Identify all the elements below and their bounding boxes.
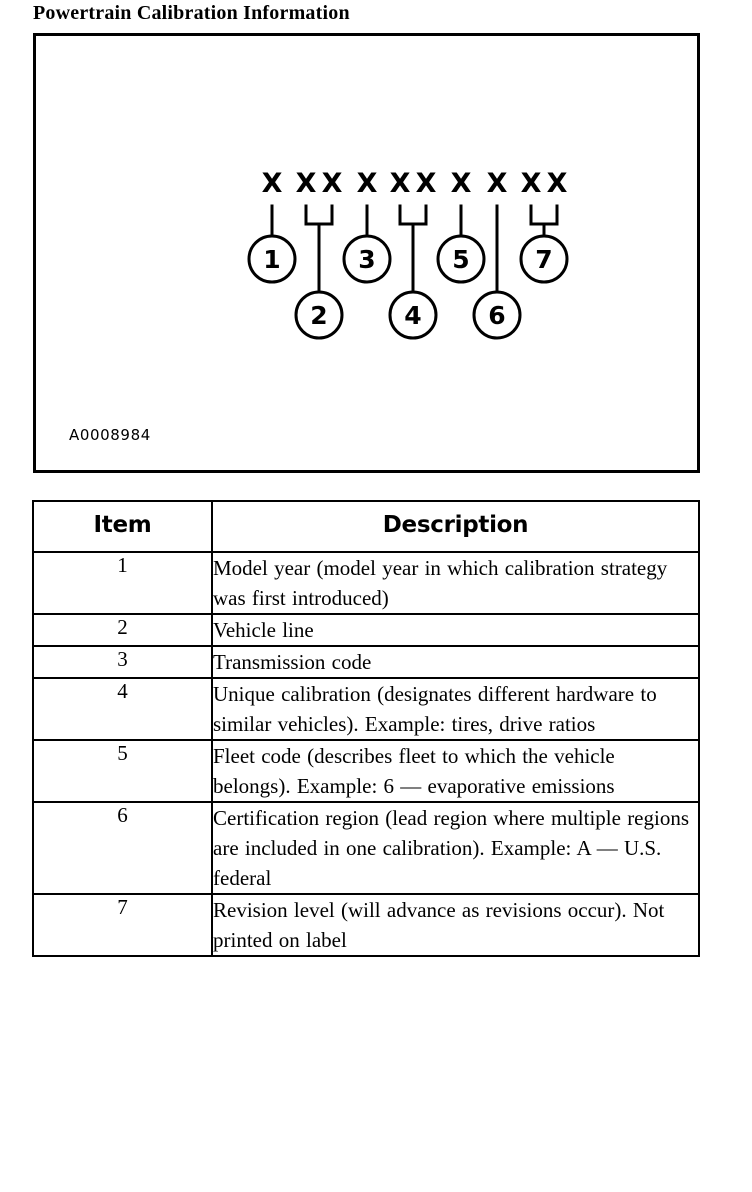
- callout-circles-lower: [294, 290, 522, 340]
- callout-circle-1: [247, 234, 297, 284]
- page-title: Powertrain Calibration Information: [33, 2, 350, 24]
- table-row: 2 Vehicle line: [32, 613, 700, 647]
- table-row: 6 Certification region (lead region wher…: [32, 801, 700, 895]
- bracket-2: [304, 204, 334, 226]
- callout-label-5: 5: [452, 245, 469, 274]
- cell-item: 7: [32, 893, 213, 957]
- callout-label-1: 1: [263, 245, 280, 274]
- callout-circle-6: [472, 290, 522, 340]
- callout-label-2: 2: [310, 301, 327, 330]
- code-char-group-1: X: [262, 168, 283, 199]
- calibration-code-diagram: X X X X X X X X X X: [247, 168, 569, 340]
- callout-circle-5: [436, 234, 486, 284]
- code-char-group-7a: X: [521, 168, 542, 199]
- code-char-group-3: X: [357, 168, 378, 199]
- code-character-row: X X X X X X X X X X: [262, 168, 568, 199]
- callout-label-4: 4: [404, 301, 421, 330]
- leader-lines: [270, 204, 559, 294]
- code-char-group-4b: X: [416, 168, 437, 199]
- table-row: 3 Transmission code: [32, 645, 700, 679]
- cell-description: Model year (model year in which calibrat…: [211, 551, 700, 615]
- code-char-group-5: X: [451, 168, 472, 199]
- callout-label-7: 7: [535, 245, 552, 274]
- cell-item: 6: [32, 801, 213, 895]
- callout-circles-upper: [247, 234, 569, 284]
- cell-description: Fleet code (describes fleet to which the…: [211, 739, 700, 803]
- callout-label-3: 3: [358, 245, 375, 274]
- column-header-description: Description: [211, 500, 700, 553]
- table-row: 1 Model year (model year in which calibr…: [32, 551, 700, 615]
- code-char-group-2a: X: [296, 168, 317, 199]
- callout-circle-3: [342, 234, 392, 284]
- cell-item: 1: [32, 551, 213, 615]
- callout-circle-4: [388, 290, 438, 340]
- code-char-group-7b: X: [547, 168, 568, 199]
- cell-item: 3: [32, 645, 213, 679]
- figure-id-label: A0008984: [69, 426, 151, 444]
- callout-circle-2: [294, 290, 344, 340]
- cell-item: 5: [32, 739, 213, 803]
- table-row: 4 Unique calibration (designates differe…: [32, 677, 700, 741]
- cell-description: Certification region (lead region where …: [211, 801, 700, 895]
- cell-item: 2: [32, 613, 213, 647]
- code-char-group-4a: X: [390, 168, 411, 199]
- table-header-row: Item Description: [32, 500, 700, 553]
- cell-description: Transmission code: [211, 645, 700, 679]
- callout-numbers: 1 2 3 4 5 6 7: [263, 245, 552, 330]
- cell-description: Vehicle line: [211, 613, 700, 647]
- cell-description: Unique calibration (designates different…: [211, 677, 700, 741]
- figure-container: X X X X X X X X X X: [33, 33, 700, 473]
- code-char-group-2b: X: [322, 168, 343, 199]
- column-header-item: Item: [32, 500, 213, 553]
- bracket-7: [529, 204, 559, 226]
- cell-description: Revision level (will advance as revision…: [211, 893, 700, 957]
- table-row: 5 Fleet code (describes fleet to which t…: [32, 739, 700, 803]
- calibration-items-table: Item Description 1 Model year (model yea…: [32, 500, 700, 957]
- callout-label-6: 6: [488, 301, 505, 330]
- bracket-4: [398, 204, 428, 226]
- table-row: 7 Revision level (will advance as revisi…: [32, 893, 700, 957]
- code-char-group-6: X: [487, 168, 508, 199]
- callout-circle-7: [519, 234, 569, 284]
- cell-item: 4: [32, 677, 213, 741]
